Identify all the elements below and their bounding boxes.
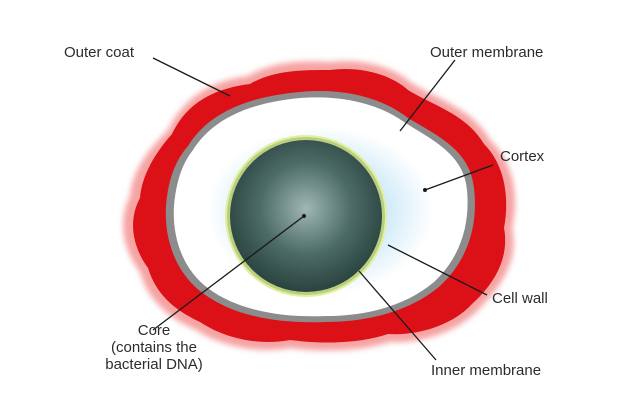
label-outer-coat: Outer coat <box>64 44 134 61</box>
pointer-dot-cortex <box>423 188 427 192</box>
label-cortex: Cortex <box>500 148 544 165</box>
label-inner-membrane: Inner membrane <box>431 362 541 379</box>
leader-outer-coat <box>153 58 230 96</box>
label-core-line1: Core <box>94 322 214 339</box>
label-core-line3: bacterial DNA) <box>94 356 214 373</box>
pointer-dot-core <box>302 214 306 218</box>
label-outer-membrane: Outer membrane <box>430 44 543 61</box>
label-core-line2: (contains the <box>94 339 214 356</box>
label-core: Core (contains the bacterial DNA) <box>94 322 214 373</box>
label-cell-wall: Cell wall <box>492 290 548 307</box>
